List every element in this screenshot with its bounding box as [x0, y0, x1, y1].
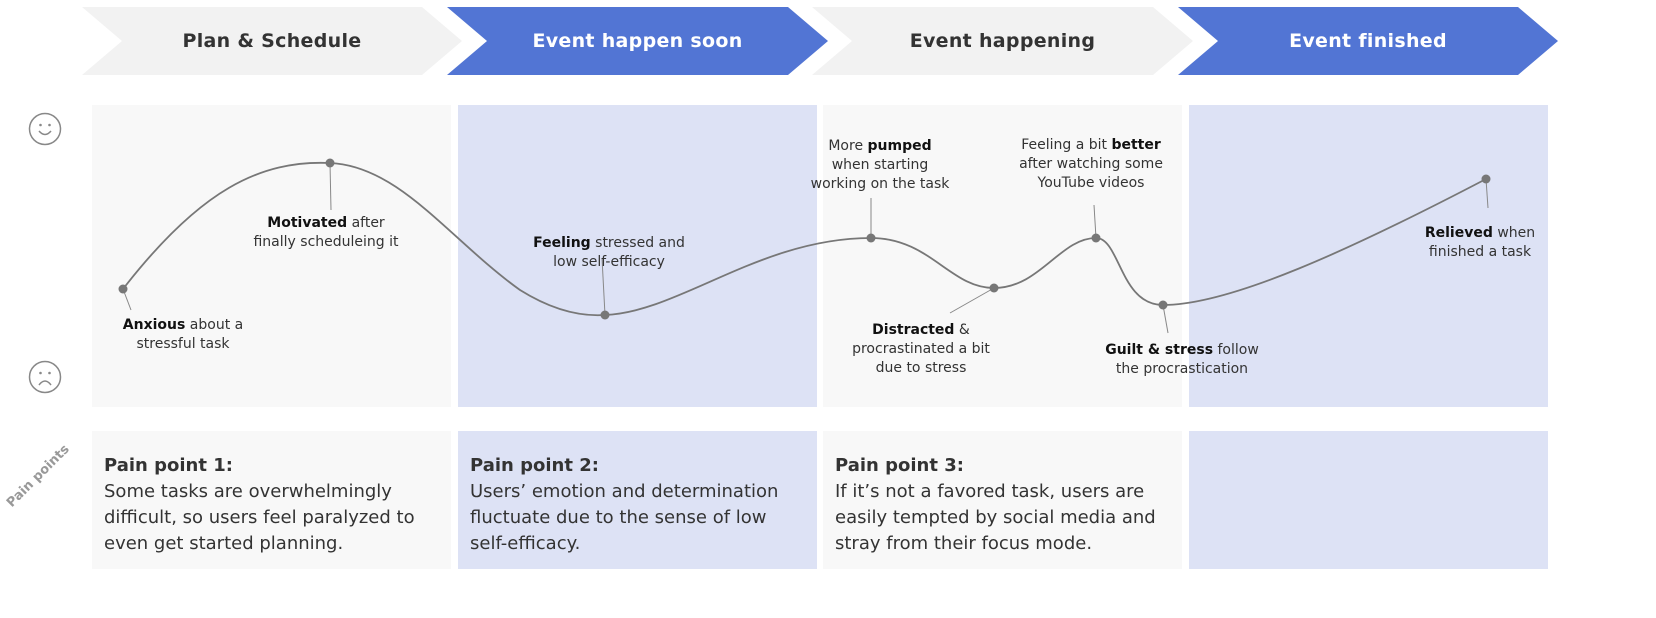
- point-anxious: [118, 284, 128, 294]
- point-pumped: [866, 233, 876, 243]
- emotion-panel-3: [823, 105, 1182, 407]
- pain-point-1: Pain point 1: Some tasks are overwhelming…: [92, 431, 451, 569]
- point-motivated: [325, 158, 335, 168]
- stage-label: Event finished: [1289, 30, 1447, 52]
- point-guilt: [1158, 300, 1168, 310]
- pain-point-title: Pain point 3:: [835, 455, 964, 476]
- stage-event-soon: Event happen soon: [447, 7, 828, 75]
- stage-event-happening: Event happening: [812, 7, 1193, 75]
- point-distracted: [989, 283, 999, 293]
- pain-point-text: Some tasks are overwhelmingly difficult,…: [104, 481, 415, 554]
- emotion-panel-2: [458, 105, 817, 407]
- point-stressed: [600, 310, 610, 320]
- pain-point-text: If it’s not a favored task, users are ea…: [835, 481, 1156, 554]
- stage-plan-schedule: Plan & Schedule: [82, 7, 462, 75]
- stage-label: Event happening: [909, 30, 1096, 52]
- stage-event-finished: Event finished: [1178, 7, 1558, 75]
- smiley-face-icon: [28, 112, 62, 146]
- point-better: [1091, 233, 1101, 243]
- point-relieved: [1481, 174, 1491, 184]
- pain-point-text: Users’ emotion and determination fluctua…: [470, 481, 779, 554]
- pain-point-3: Pain point 3: If it’s not a favored task,…: [823, 431, 1182, 569]
- stage-label: Event happen soon: [532, 30, 743, 52]
- emotion-panel-1: [92, 105, 451, 407]
- pain-point-4-empty: [1189, 431, 1548, 569]
- pain-point-title: Pain point 2:: [470, 455, 599, 476]
- stage-label: Plan & Schedule: [182, 30, 362, 52]
- pain-point-title: Pain point 1:: [104, 455, 233, 476]
- pain-point-2: Pain point 2: Users’ emotion and determin…: [458, 431, 817, 569]
- sad-face-icon: [28, 360, 62, 394]
- emotion-panel-4: [1189, 105, 1548, 407]
